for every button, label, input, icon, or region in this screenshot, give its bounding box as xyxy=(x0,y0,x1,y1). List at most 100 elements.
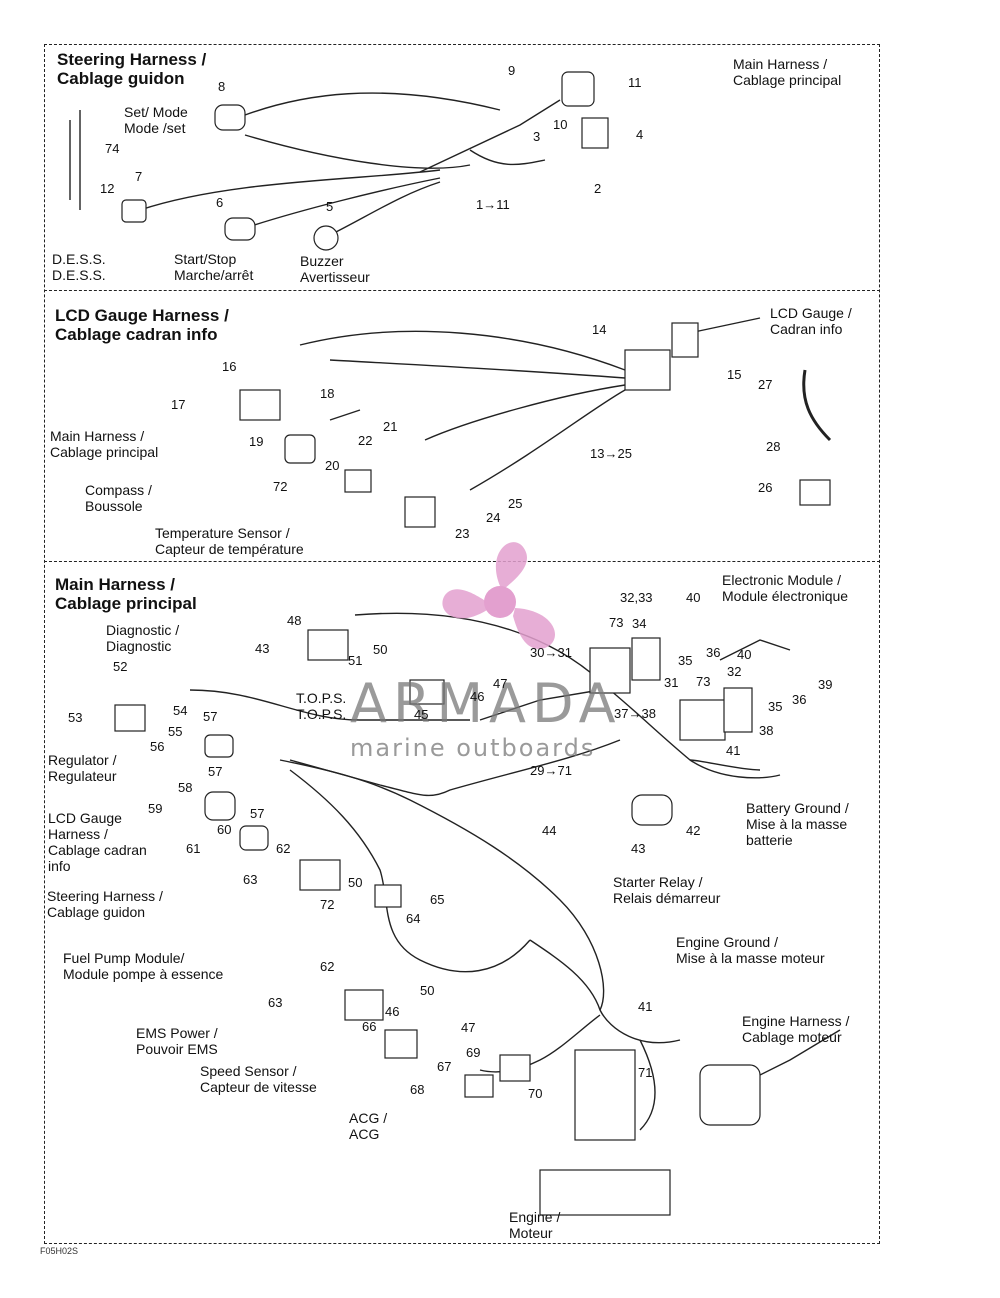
part-number: 27 xyxy=(758,377,773,392)
callout-label: Main Harness /Cablage principal xyxy=(733,56,842,88)
part-number: 61 xyxy=(186,841,201,856)
callout-label: Main Harness /Cablage principal xyxy=(50,428,159,460)
callout-label: Speed Sensor /Capteur de vitesse xyxy=(200,1063,317,1095)
part-number: 37→38 xyxy=(614,706,656,721)
callout-label: EMS Power /Pouvoir EMS xyxy=(136,1025,218,1057)
callout-label: Diagnostic /Diagnostic xyxy=(106,622,180,654)
callout-label: Steering Harness /Cablage guidon xyxy=(47,888,163,920)
callout-label: Engine /Moteur xyxy=(509,1209,561,1241)
part-number: 32 xyxy=(727,664,742,679)
part-number: 66 xyxy=(362,1019,377,1034)
part-number: 50 xyxy=(348,875,363,890)
part-number: 45 xyxy=(414,707,429,722)
part-number: 54 xyxy=(173,703,188,718)
part-number: 11 xyxy=(628,75,642,90)
part-number: 30→31 xyxy=(530,645,572,660)
part-number: 46 xyxy=(470,689,485,704)
part-number: 21 xyxy=(383,419,398,434)
part-number: 22 xyxy=(358,433,373,448)
part-number: 38 xyxy=(759,723,774,738)
section-title: LCD Gauge Harness /Cablage cadran info xyxy=(55,306,229,344)
part-number: 72 xyxy=(273,479,288,494)
part-number: 57 xyxy=(208,764,223,779)
part-number: 43 xyxy=(255,641,270,656)
part-number: 57 xyxy=(250,806,265,821)
part-number: 32,33 xyxy=(620,590,653,605)
part-number: 57 xyxy=(203,709,218,724)
part-number: 40 xyxy=(686,590,701,605)
part-number: 74 xyxy=(105,141,120,156)
part-number: 64 xyxy=(406,911,421,926)
part-number: 31 xyxy=(664,675,679,690)
part-number: 51 xyxy=(348,653,363,668)
callout-label: Temperature Sensor /Capteur de températu… xyxy=(155,525,304,557)
part-number: 2 xyxy=(594,181,602,196)
section-divider xyxy=(44,290,880,291)
part-number: 6 xyxy=(216,195,224,210)
part-number: 36 xyxy=(792,692,807,707)
part-number: 16 xyxy=(222,359,237,374)
part-number: 63 xyxy=(268,995,283,1010)
part-number: 46 xyxy=(385,1004,400,1019)
part-number: 10 xyxy=(553,117,568,132)
callout-label: Engine Harness /Cablage moteur xyxy=(742,1013,850,1045)
part-number: 9 xyxy=(508,63,516,78)
part-number: 70 xyxy=(528,1086,543,1101)
part-number: 28 xyxy=(766,439,781,454)
part-number: 60 xyxy=(217,822,232,837)
part-number: 50 xyxy=(420,983,435,998)
part-number: 47 xyxy=(493,676,508,691)
part-number: 69 xyxy=(466,1045,481,1060)
section-divider xyxy=(44,561,880,562)
part-number: 19 xyxy=(249,434,264,449)
part-number: 12 xyxy=(100,181,115,196)
part-number: 13→25 xyxy=(590,446,632,461)
part-number: 53 xyxy=(68,710,83,725)
callout-label: T.O.P.S.T.O.P.S. xyxy=(296,690,347,722)
part-number: 35 xyxy=(768,699,783,714)
wire xyxy=(244,92,501,116)
part-number: 4 xyxy=(636,127,644,142)
part-number: 40 xyxy=(737,647,752,662)
callout-label: ACG /ACG xyxy=(349,1110,388,1142)
part-number: 29→71 xyxy=(530,763,572,778)
part-number: 47 xyxy=(461,1020,476,1035)
part-number: 48 xyxy=(287,613,302,628)
part-number: 55 xyxy=(168,724,183,739)
callout-label: Electronic Module /Module électronique xyxy=(722,572,849,604)
part-number: 62 xyxy=(320,959,335,974)
part-number: 26 xyxy=(758,480,773,495)
part-number: 1→11 xyxy=(476,197,510,212)
callout-label: Regulator /Regulateur xyxy=(48,752,117,784)
callout-label: D.E.S.S.D.E.S.S. xyxy=(52,251,106,283)
part-number: 68 xyxy=(410,1082,425,1097)
part-number: 25 xyxy=(508,496,523,511)
part-number: 73 xyxy=(609,615,624,630)
part-number: 36 xyxy=(706,645,721,660)
part-number: 8 xyxy=(218,79,226,94)
part-number: 65 xyxy=(430,892,445,907)
part-number: 14 xyxy=(592,322,607,337)
part-number: 24 xyxy=(486,510,501,525)
part-number: 7 xyxy=(135,169,143,184)
part-number: 42 xyxy=(686,823,701,838)
part-number: 20 xyxy=(325,458,340,473)
figure-code: F05H02S xyxy=(40,1246,79,1256)
part-number: 18 xyxy=(320,386,335,401)
part-number: 50 xyxy=(373,642,388,657)
part-number: 67 xyxy=(437,1059,452,1074)
callout-label: LCD Gauge /Cadran info xyxy=(770,305,852,337)
part-number: 23 xyxy=(455,526,470,541)
part-number: 63 xyxy=(243,872,258,887)
part-number: 39 xyxy=(818,677,833,692)
part-number: 44 xyxy=(542,823,557,838)
callout-label: Engine Ground /Mise à la masse moteur xyxy=(676,934,825,966)
part-number: 73 xyxy=(696,674,711,689)
part-number: 15 xyxy=(727,367,742,382)
part-number: 58 xyxy=(178,780,193,795)
